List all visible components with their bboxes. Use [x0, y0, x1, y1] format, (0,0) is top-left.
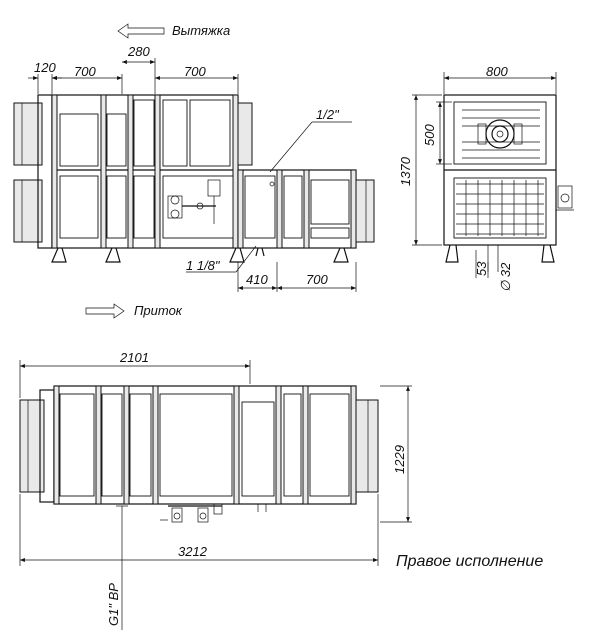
- exhaust-label: Вытяжка: [172, 23, 230, 38]
- dim-700-left: 700: [74, 64, 96, 79]
- dim-700-right: 700: [184, 64, 206, 79]
- plan-piping: [160, 503, 267, 523]
- side-valve: [556, 185, 574, 211]
- fan-grille-bottom: [456, 180, 544, 236]
- plan-view: [19, 360, 412, 630]
- thread-side-label: 1 1/8": [186, 258, 221, 273]
- dim-120: 120: [34, 60, 56, 75]
- valve-assembly: [167, 179, 221, 224]
- dim-280: 280: [127, 44, 150, 59]
- supply-arrow: [85, 303, 125, 319]
- unit-body-top: [51, 94, 253, 249]
- bottom-dimensions: [237, 262, 357, 292]
- exhaust-arrow: [117, 23, 165, 39]
- dim-700-bottom: 700: [306, 272, 328, 287]
- dim-500: 500: [422, 124, 437, 146]
- thread-top-leader: [269, 121, 352, 173]
- feet: [51, 247, 349, 263]
- dim-1229: 1229: [392, 445, 407, 474]
- dim-1370: 1370: [398, 156, 413, 186]
- supply-label: Приток: [134, 303, 183, 318]
- dim-410: 410: [246, 272, 268, 287]
- dim-diameter-32: ∅ 32: [498, 262, 513, 292]
- front-view: Вытяжка: [13, 23, 375, 319]
- left-ducts: [13, 94, 53, 249]
- dim-3212: 3212: [178, 544, 208, 559]
- unit-body-right: [237, 169, 375, 249]
- dim-800: 800: [486, 64, 508, 79]
- variant-label: Правое исполнение: [396, 553, 543, 570]
- side-view: [412, 72, 574, 278]
- thread-top-label: 1/2": [316, 107, 340, 122]
- top-dimensions: [28, 58, 239, 94]
- fan-grille-top: [462, 109, 540, 159]
- dim-53: 53: [474, 261, 489, 276]
- g-thread-label: G1" ВР: [106, 583, 121, 626]
- dim-2101: 2101: [119, 350, 149, 365]
- thread-side-leader: [186, 245, 257, 273]
